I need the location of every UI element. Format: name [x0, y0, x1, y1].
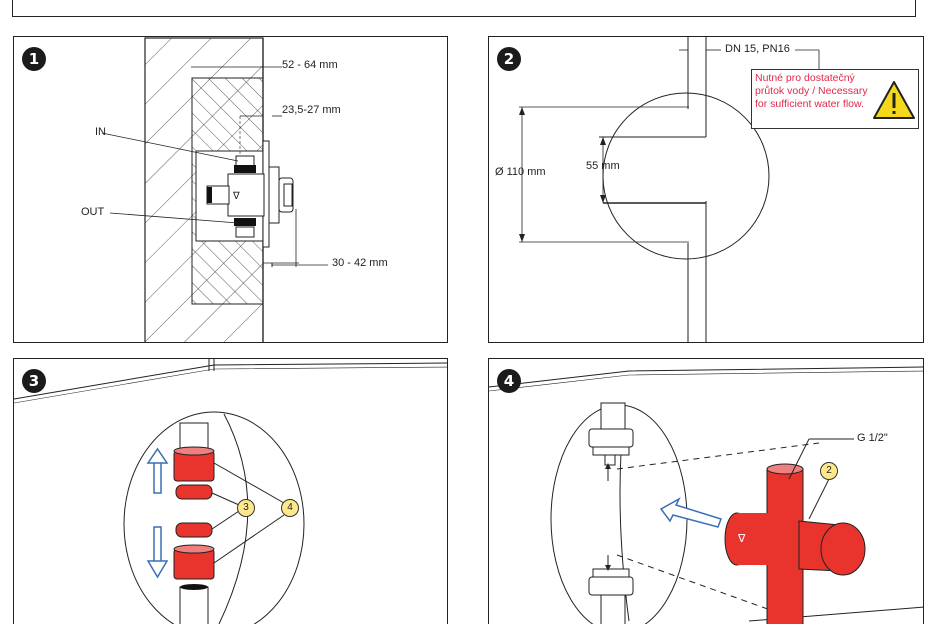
thread-size-label: G 1/2" — [857, 432, 888, 444]
step-2-badge: 2 — [497, 47, 521, 71]
depth-dimension-label: 52 - 64 mm — [282, 59, 338, 71]
offset-dimension-label: 30 - 42 mm — [332, 257, 388, 269]
cutout-dimension-drawing — [519, 37, 820, 342]
outlet-label: OUT — [81, 206, 105, 218]
step-3-panel: 3 3 4 — [13, 358, 448, 624]
step-4-panel: ∇ 4 G 1/2" 2 — [488, 358, 924, 624]
warning-triangle-icon — [873, 81, 915, 119]
step-1-badge: 1 — [22, 47, 46, 71]
callout-3: 3 — [237, 499, 255, 517]
range-dimension-label: 23,5-27 mm — [282, 104, 341, 116]
warning-text: Nutné pro dostatečný průtok vody / Neces… — [755, 72, 868, 110]
step-2-panel: 2 DN 15, PN16 Ø 110 mm 55 mm Nutné pro d… — [488, 36, 924, 343]
header-frame — [12, 0, 916, 17]
spacing-label: 55 mm — [586, 160, 620, 172]
pipe-spec-label: DN 15, PN16 — [725, 43, 790, 55]
step-3-badge: 3 — [22, 369, 46, 393]
callout-2: 2 — [820, 462, 838, 480]
seal-assembly-drawing — [14, 359, 447, 624]
flow-marker: ∇ — [737, 533, 746, 545]
step-1-panel: ∇ 1 52 - 64 mm 23,5-27 mm 30 - 42 mm IN … — [13, 36, 448, 343]
diameter-label: Ø 110 mm — [495, 166, 546, 178]
warning-box: Nutné pro dostatečný průtok vody / Neces… — [751, 69, 919, 129]
step-4-badge: 4 — [497, 369, 521, 393]
wall-section-drawing: ∇ — [101, 37, 328, 342]
inlet-label: IN — [95, 126, 106, 138]
callout-4: 4 — [281, 499, 299, 517]
valve-installation-drawing: ∇ — [489, 366, 923, 624]
flow-marker: ∇ — [232, 191, 240, 202]
